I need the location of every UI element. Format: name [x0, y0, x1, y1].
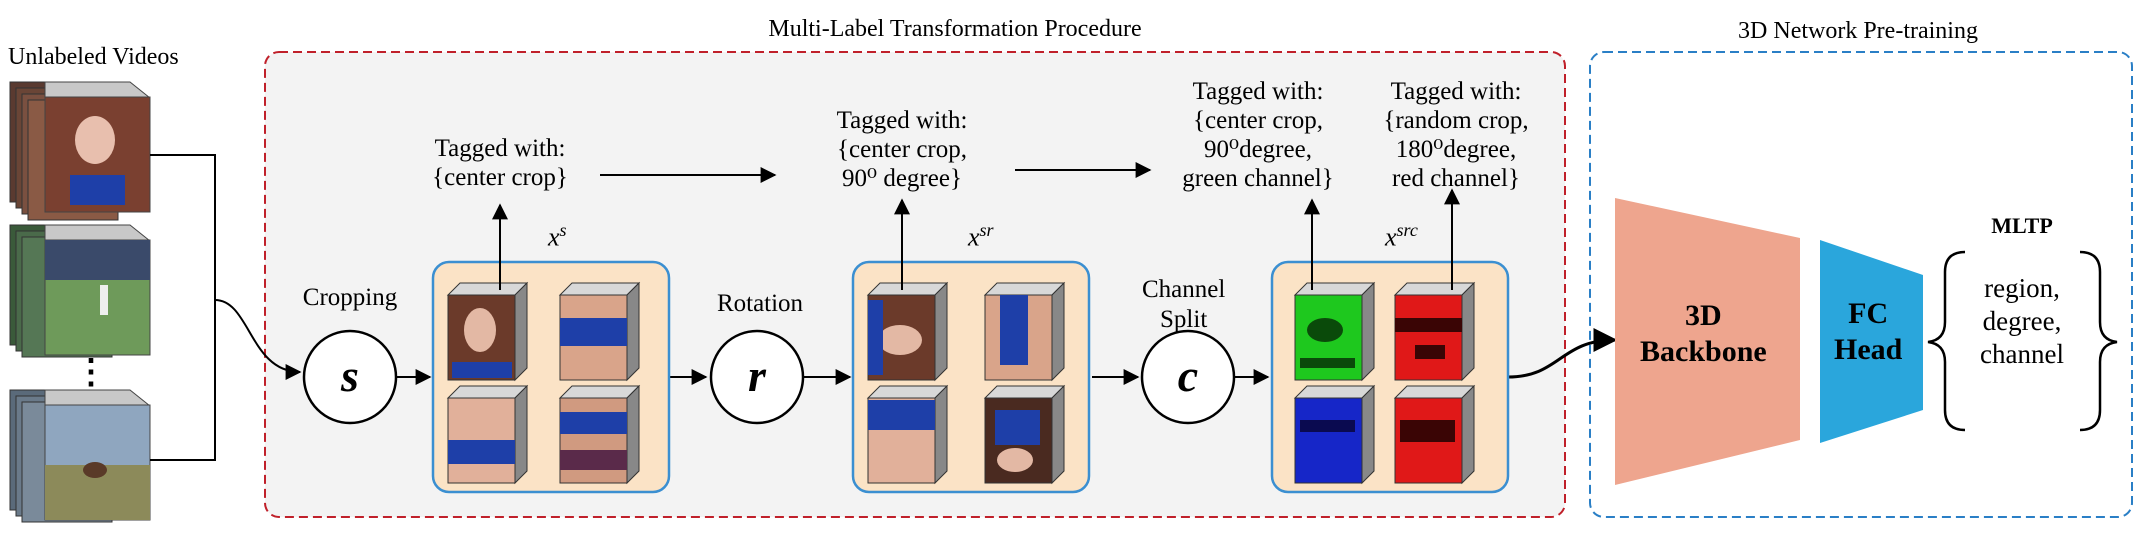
left-brace [1927, 250, 1966, 432]
cube-xsrc-2 [1393, 281, 1476, 382]
pretrain-section-title: 3D Network Pre-training [1738, 18, 1978, 44]
var-xsr: xsr [968, 220, 994, 252]
video-stack-3 [9, 389, 151, 523]
cube-xsrc-3 [1293, 384, 1376, 485]
cube-xs-4 [558, 384, 641, 485]
cube-xsrc-1 [1293, 281, 1376, 382]
tag-text-3: Tagged with: {center crop, 90⁰degree, gr… [1182, 78, 1334, 192]
cropping-symbol: s [341, 350, 359, 401]
backbone-label: 3D Backbone [1640, 299, 1767, 368]
mltp-output-title: MLTP [1991, 213, 2053, 238]
head-label: FC Head [1834, 297, 1903, 366]
input-section-title: Unlabeled Videos [8, 44, 179, 70]
tag-text-1: Tagged with: {center crop} [432, 135, 568, 191]
rotation-label: Rotation [716, 290, 804, 317]
cube-xsr-4 [983, 384, 1066, 485]
cube-xs-2 [558, 281, 641, 382]
channel-split-label: Channel Split [1142, 276, 1226, 333]
cube-xsr-3 [866, 384, 949, 485]
var-xs: xs [548, 220, 567, 252]
mltp-output-items: region, degree, channel [1980, 273, 2064, 369]
cube-xs-1 [446, 281, 529, 382]
cube-xsrc-4 [1393, 384, 1476, 485]
backbone-block [1615, 198, 1800, 485]
head-block [1820, 240, 1923, 443]
right-brace [2079, 250, 2118, 432]
cropping-label: Cropping [302, 284, 398, 311]
cube-xsr-2 [983, 281, 1066, 382]
cube-xsr-1 [866, 281, 949, 382]
channel-symbol: c [1177, 350, 1199, 401]
mltp-section-title: Multi-Label Transformation Procedure [768, 16, 1142, 42]
tag-text-2: Tagged with: {center crop, 90⁰ degree} [836, 107, 968, 192]
video-stack-1 [9, 81, 151, 221]
rotation-symbol: r [748, 350, 766, 401]
more-videos-ellipsis: ⋮ [74, 354, 108, 391]
cube-xs-3 [446, 384, 529, 485]
video-stack-2 [9, 224, 151, 358]
tag-text-4: Tagged with: {random crop, 180⁰degree, r… [1383, 78, 1529, 192]
var-xsrc: xsrc [1385, 220, 1418, 252]
